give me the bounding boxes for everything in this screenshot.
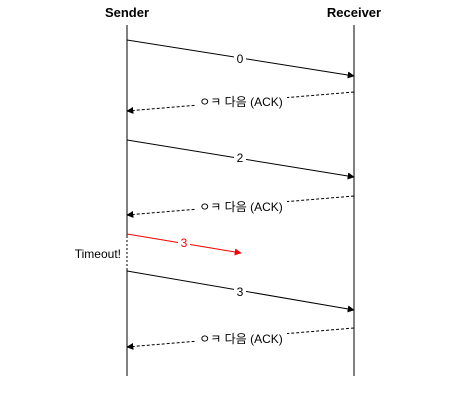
message-label: 2: [237, 151, 244, 165]
receiver-label: Receiver: [327, 5, 381, 20]
message-ack-3: ㅇㅋ 다음 (ACK): [126, 195, 355, 218]
message-data-2: 2: [126, 139, 355, 180]
message-lost-3: 3: [126, 233, 242, 256]
ack-label: ㅇㅋ 다음 (ACK): [199, 332, 283, 346]
ack-label: ㅇㅋ 다음 (ACK): [199, 95, 283, 109]
ack-label: ㅇㅋ 다음 (ACK): [199, 200, 283, 214]
timeout-label: Timeout!: [75, 247, 121, 261]
lost-message-label: 3: [181, 236, 188, 250]
message-ack-1: ㅇㅋ 다음 (ACK): [126, 91, 355, 114]
message-label: 0: [237, 52, 244, 66]
message-retransmit-3: 3: [126, 270, 355, 313]
sender-label: Sender: [105, 5, 149, 20]
message-ack-6: ㅇㅋ 다음 (ACK): [126, 327, 355, 350]
message-data-0: 0: [126, 39, 355, 79]
message-label: 3: [237, 285, 244, 299]
